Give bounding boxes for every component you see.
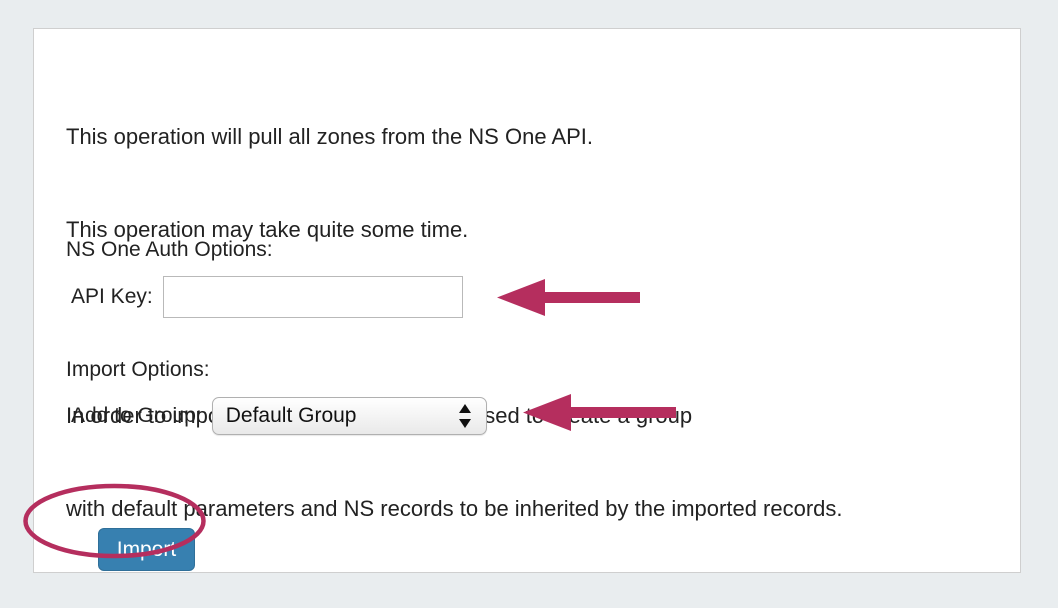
select-stepper-icon[interactable] (458, 403, 472, 429)
auth-options-heading: NS One Auth Options: (66, 238, 273, 261)
api-key-label: API Key: (71, 285, 153, 308)
triangle-up-icon (458, 404, 471, 413)
intro-line-1: This operation will pull all zones from … (66, 124, 594, 149)
add-to-group-select[interactable]: Default Group (211, 397, 487, 435)
add-to-group-selected-value: Default Group (225, 404, 357, 427)
import-button[interactable]: Import (98, 528, 195, 571)
api-key-input[interactable] (162, 276, 463, 318)
api-key-row: API Key: (71, 276, 463, 318)
triangle-down-icon (458, 419, 471, 428)
import-options-heading: Import Options: (66, 358, 210, 381)
import-panel: This operation will pull all zones from … (33, 28, 1021, 573)
add-to-group-row: Add to Group: Default Group (71, 397, 487, 435)
intro-line-2: This operation may take quite some time. (66, 217, 469, 242)
intro-line-4: with default parameters and NS records t… (66, 496, 843, 521)
intro-text: This operation will pull all zones from … (66, 59, 843, 586)
add-to-group-label: Add to Group: (71, 404, 202, 427)
